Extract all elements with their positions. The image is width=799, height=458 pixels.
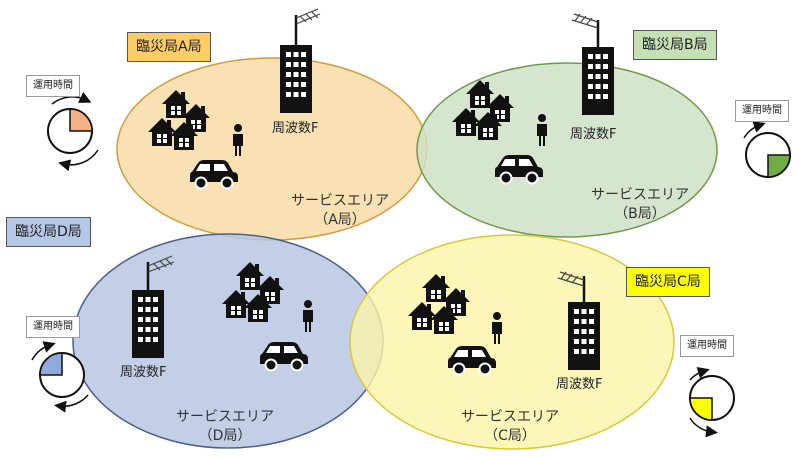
frequency-label-d: 周波数F — [120, 365, 167, 380]
service-area-label-a: サービスエリア （A局） — [285, 192, 395, 230]
station-label-d: 臨災局D局 — [6, 217, 91, 247]
frequency-label-b: 周波数F — [570, 127, 617, 142]
op-time-label-c: 運用時間 — [680, 335, 734, 357]
station-label-b: 臨災局B局 — [633, 30, 717, 60]
clock-d-clock-pie-icon — [31, 341, 89, 413]
service-area-title-b: サービスエリア — [591, 187, 689, 203]
service-area-sub-d: （D局） — [198, 428, 252, 444]
transmitter-d-building-antenna-icon — [132, 255, 175, 358]
clock-c-clock-pie-icon — [689, 366, 735, 438]
service-area-title-d: サービスエリア — [176, 409, 274, 425]
frequency-label-c: 周波数F — [556, 377, 603, 392]
service-area-title-a: サービスエリア — [291, 193, 389, 209]
station-label-a: 臨災局A局 — [127, 32, 211, 62]
service-area-label-d: サービスエリア （D局） — [170, 408, 280, 446]
op-time-label-d: 運用時間 — [26, 316, 80, 338]
transmitter-b-building-antenna-icon — [571, 13, 614, 115]
transmitter-c-building-antenna-icon — [557, 271, 600, 370]
service-area-label-b: サービスエリア （B局） — [585, 186, 695, 224]
clock-a-clock-pie-icon — [47, 91, 99, 172]
transmitter-a-building-antenna-icon — [280, 8, 321, 113]
service-area-title-c: サービスエリア — [461, 409, 559, 425]
service-area-label-c: サービスエリア （C局） — [455, 408, 565, 446]
station-label-c: 臨災局C局 — [626, 267, 710, 297]
clock-b-clock-pie-icon — [743, 121, 791, 178]
service-area-sub-c: （C局） — [484, 428, 536, 444]
frequency-label-a: 周波数F — [272, 121, 319, 136]
service-area-sub-a: （A局） — [314, 212, 366, 228]
op-time-label-a: 運用時間 — [26, 75, 80, 97]
op-time-label-b: 運用時間 — [735, 100, 789, 122]
service-area-sub-b: （B局） — [614, 206, 666, 222]
